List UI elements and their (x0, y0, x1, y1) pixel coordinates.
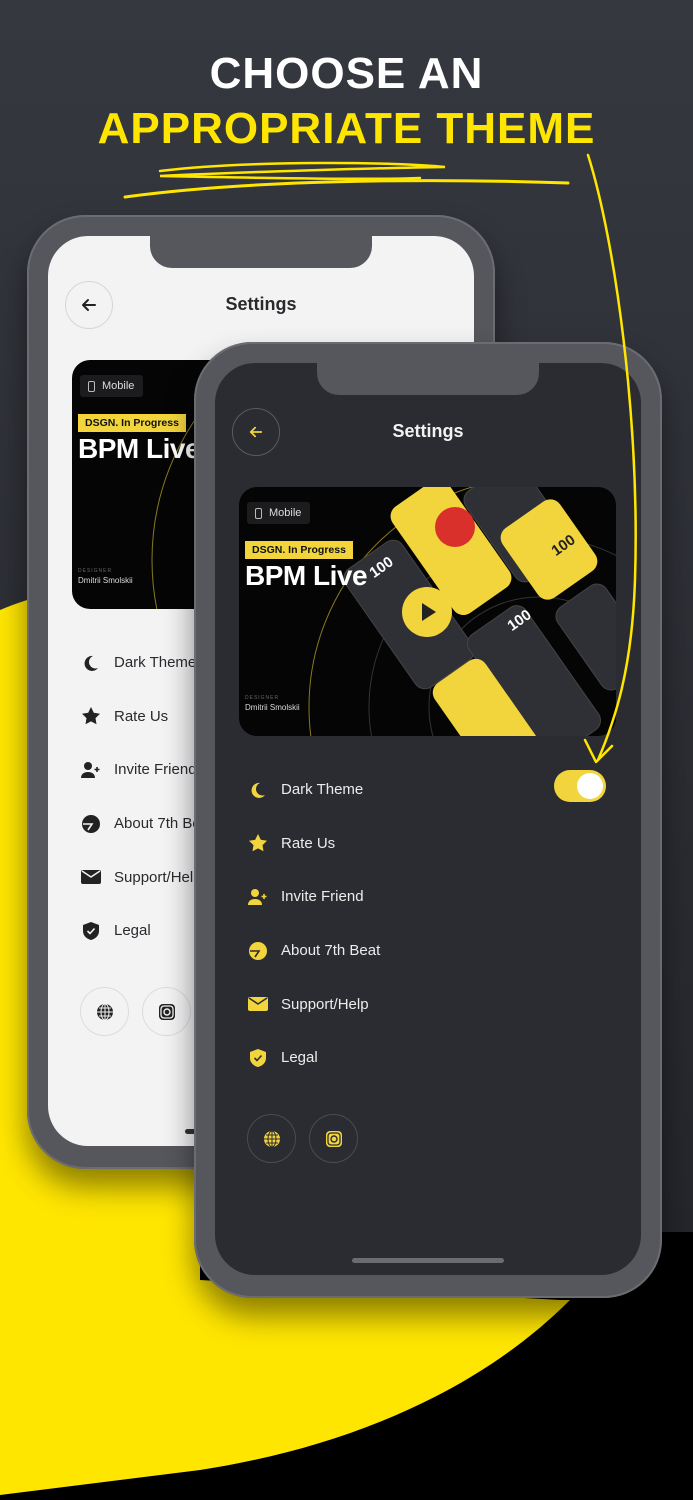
globe-icon (263, 1130, 280, 1147)
headline: CHOOSE AN APPROPRIATE THEME (0, 48, 693, 158)
instagram-button[interactable] (142, 987, 191, 1036)
arrow-left-icon (249, 426, 263, 438)
status-tag: DSGN. In Progress (78, 414, 186, 432)
arrow-left-icon (82, 299, 96, 311)
moon-icon (84, 655, 98, 671)
toggle-knob (577, 773, 603, 799)
notch (150, 236, 372, 268)
menu-item-dark-theme[interactable]: Dark Theme (80, 636, 213, 690)
shield-check-icon (83, 921, 99, 940)
menu-item-rate-us[interactable]: Rate Us (80, 690, 213, 744)
globe-icon (96, 1003, 113, 1020)
menu-item-support[interactable]: Support/Help (80, 850, 213, 904)
settings-menu: Dark Theme Rate Us Invite Friend About 7… (80, 636, 213, 958)
social-links (80, 987, 191, 1036)
designer-label: DESIGNER (78, 568, 113, 574)
category-chip: Mobile (247, 502, 311, 524)
card-title: BPM Live (78, 433, 201, 464)
user-plus-icon (81, 761, 100, 778)
website-button[interactable] (247, 1114, 296, 1163)
envelope-icon (81, 870, 101, 885)
menu-item-support[interactable]: Support/Help (247, 977, 380, 1031)
designer-label: DESIGNER (245, 695, 280, 701)
category-chip: Mobile (80, 375, 144, 397)
website-button[interactable] (80, 987, 129, 1036)
back-button[interactable] (65, 281, 113, 329)
menu-item-legal[interactable]: Legal (247, 1031, 380, 1085)
envelope-icon (248, 997, 268, 1012)
page-title: Settings (392, 421, 464, 441)
instagram-icon (325, 1130, 342, 1147)
play-button-mockup (402, 587, 452, 637)
project-card[interactable]: 100 100 100 Mobile DSGN. In Progress BPM… (239, 487, 616, 736)
instagram-icon (158, 1003, 175, 1020)
menu-item-legal[interactable]: Legal (80, 904, 213, 958)
menu-item-dark-theme[interactable]: Dark Theme (247, 763, 380, 817)
7th-beat-logo-icon (249, 941, 267, 960)
menu-item-about[interactable]: About 7th Beat (247, 924, 380, 978)
menu-item-about[interactable]: About 7th Beat (80, 797, 213, 851)
star-icon (249, 834, 267, 852)
back-button[interactable] (232, 408, 280, 456)
designer-name: Dmitrii Smolskii (78, 576, 133, 585)
menu-item-rate-us[interactable]: Rate Us (247, 817, 380, 871)
settings-menu: Dark Theme Rate Us Invite Friend About 7… (247, 763, 380, 1085)
designer-name: Dmitrii Smolskii (245, 703, 300, 712)
home-indicator (352, 1258, 504, 1263)
user-plus-icon (248, 888, 267, 905)
phone-icon (88, 380, 95, 392)
social-links (247, 1114, 358, 1163)
notch (317, 363, 539, 395)
dark-theme-toggle[interactable] (554, 770, 606, 802)
headline-line2: APPROPRIATE THEME (97, 104, 596, 153)
phone-icon (255, 507, 262, 519)
menu-item-invite-friend[interactable]: Invite Friend (80, 743, 213, 797)
dark-screen: Settings 100 100 100 Mobile DSGN. In Pro… (215, 363, 641, 1275)
7th-beat-logo-icon (82, 814, 100, 833)
instagram-button[interactable] (309, 1114, 358, 1163)
menu-item-invite-friend[interactable]: Invite Friend (247, 870, 380, 924)
headline-line1: CHOOSE AN (209, 49, 484, 98)
star-icon (82, 707, 100, 725)
page-title: Settings (225, 294, 297, 314)
dark-theme-phone: Settings 100 100 100 Mobile DSGN. In Pro… (194, 342, 662, 1298)
shield-check-icon (250, 1048, 266, 1067)
card-title: BPM Live (245, 560, 368, 591)
status-tag: DSGN. In Progress (245, 541, 353, 559)
angry-emoji (435, 507, 475, 547)
moon-icon (251, 782, 265, 798)
